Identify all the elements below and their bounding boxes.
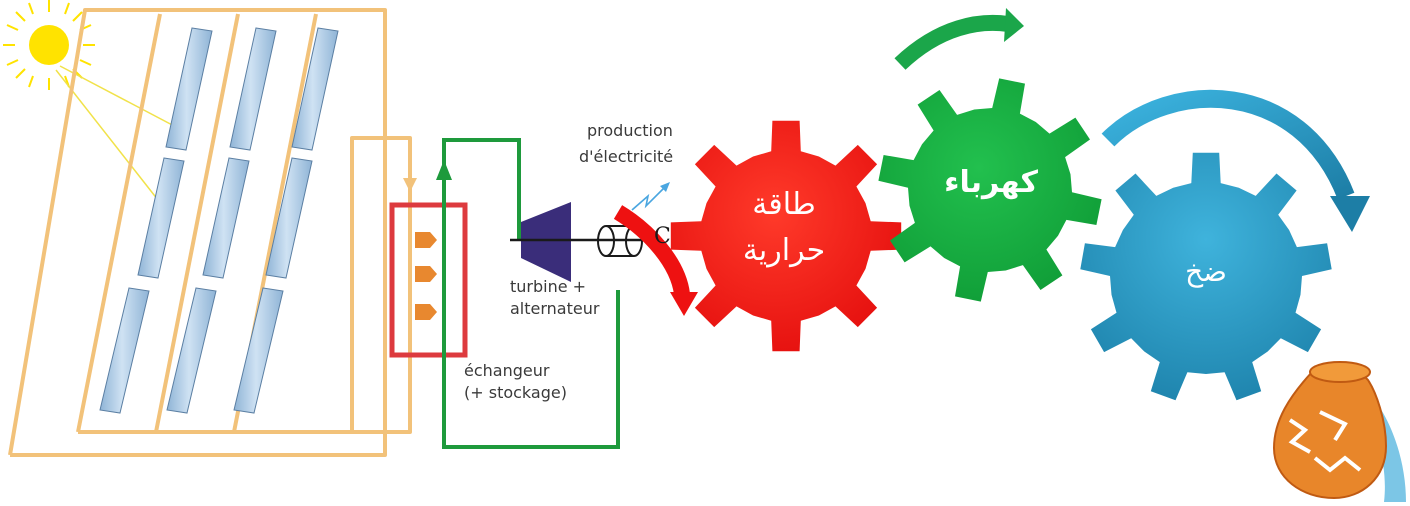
gear-label-electricity: كهرباء	[944, 165, 1038, 200]
label-stockage: (+ stockage)	[464, 383, 567, 402]
pumping-flow-arrow	[1101, 89, 1355, 200]
exchanger-cells	[415, 232, 437, 320]
thermal-flow-arrow	[613, 205, 690, 296]
electricity-arrow-head	[1004, 8, 1024, 42]
exchanger-frame	[389, 202, 468, 358]
generator-symbol: C	[654, 224, 671, 249]
gear-pumping	[1080, 152, 1332, 401]
gear-label-pumping: ضخ	[1185, 255, 1227, 288]
label-echangeur: échangeur	[464, 361, 550, 380]
turbine-shape	[521, 202, 571, 282]
collector-pipes	[8, 8, 412, 457]
mirror-array	[99, 27, 339, 414]
gear-label-thermal-1: طاقة	[752, 187, 816, 222]
pumping-arrow-head	[1330, 196, 1370, 232]
label-alternateur: alternateur	[510, 299, 600, 318]
thermal-arrow-head	[670, 292, 698, 316]
flow-arrow-up	[436, 160, 452, 180]
gear-label-thermal-2: حرارية	[742, 233, 826, 268]
lightning-arrow	[660, 182, 670, 192]
label-electricite: d'électricité	[579, 147, 674, 166]
electricity-flow-arrow	[894, 14, 1010, 70]
label-production: production	[587, 121, 673, 140]
lightning-icon	[631, 187, 665, 211]
gear-thermal	[670, 120, 902, 352]
flow-arrow-down	[403, 178, 417, 192]
water-jar-icon	[1272, 361, 1406, 502]
gear-electricity	[878, 78, 1102, 302]
label-turbine: turbine +	[510, 277, 587, 296]
sun-icon	[3, 0, 95, 90]
